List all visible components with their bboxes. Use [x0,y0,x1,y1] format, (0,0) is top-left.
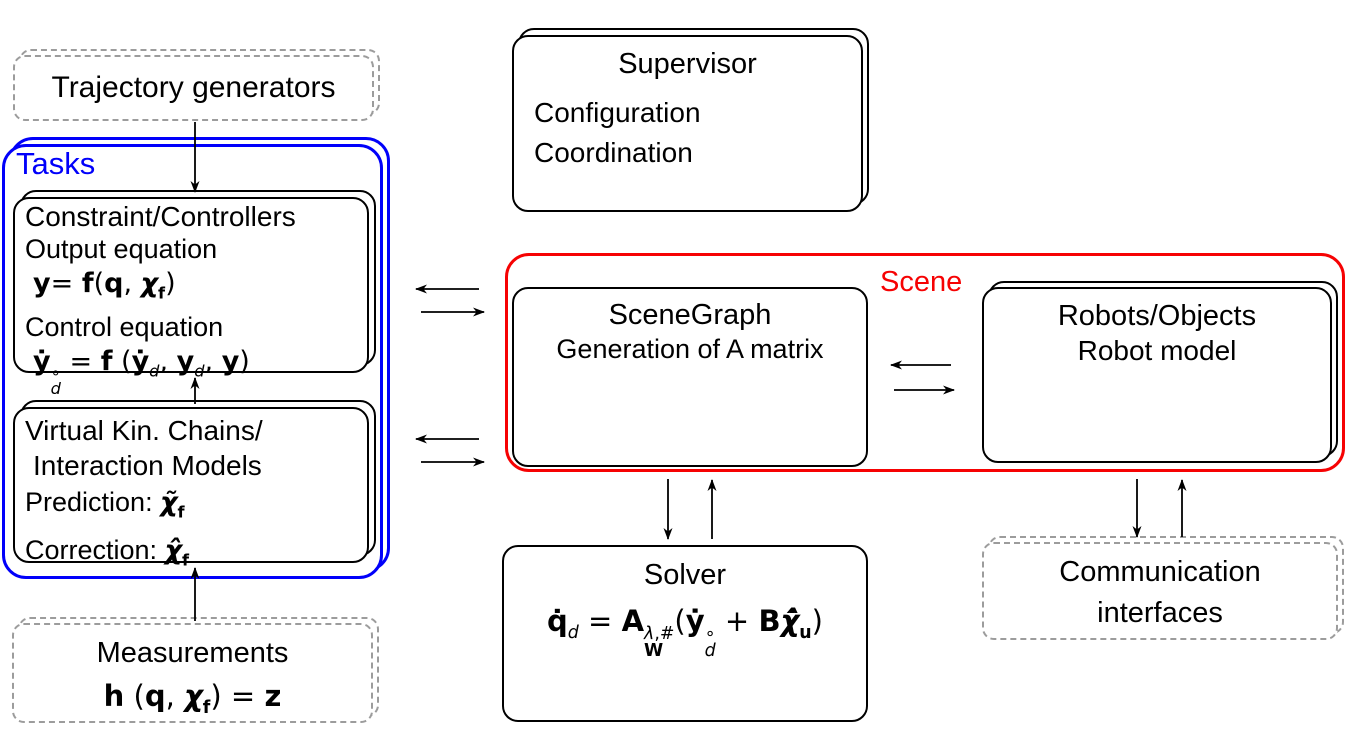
communication-interfaces-box: Communication interfaces [982,542,1338,640]
correction-line: Correction: χ̂f [25,531,363,579]
robots-objects-box: Robots/Objects Robot model [982,287,1332,463]
constraint-controllers-title: Constraint/Controllers [25,201,296,232]
supervisor-box: Supervisor Configuration Coordination [512,35,863,212]
supervisor-item-configuration: Configuration [534,97,701,128]
virtual-kin-chains-title-line2: Interaction Models [33,450,262,481]
scene-label: Scene [880,266,963,298]
constraint-controllers-box: Constraint/Controllers Output equation y… [13,197,369,396]
prediction-label: Prediction: [25,487,161,517]
virtual-kin-chains-title-line1: Virtual Kin. Chains/ [25,415,263,446]
output-equation-label: Output equation [25,234,218,264]
measurements-box: Measurements h (q, χf) = z [12,623,373,723]
supervisor-item-coordination: Coordination [534,137,693,168]
scenegraph-title: SceneGraph [608,299,772,331]
trajectory-generators-box: Trajectory generators [13,55,374,121]
measurements-equation: h (q, χf) = z [103,679,282,718]
control-equation: ẏ∘d = f (ẏd, yd, y) [33,346,250,398]
communication-interfaces-line1: Communication [1059,556,1261,588]
prediction-line: Prediction: χ̃f [25,483,363,531]
supervisor-title: Supervisor [618,48,757,80]
control-equation-label: Control equation [25,312,224,343]
prediction-equation: χ̃f [160,487,185,522]
virtual-kin-chains-box: Virtual Kin. Chains/ Interaction Models … [13,407,369,570]
robots-objects-title: Robots/Objects [1057,300,1257,332]
solver-title: Solver [643,559,727,591]
output-equation: y= f(q, χf) [33,268,176,303]
tasks-label: Tasks [16,146,96,181]
scenegraph-subtitle: Generation of A matrix [556,334,824,364]
trajectory-generators-label: Trajectory generators [51,71,336,104]
robots-objects-subtitle: Robot model [1077,335,1237,366]
measurements-title: Measurements [96,637,289,669]
correction-label: Correction: [25,535,165,566]
correction-equation: χ̂f [164,535,190,570]
communication-interfaces-line2: interfaces [1097,597,1223,629]
scenegraph-box: SceneGraph Generation of A matrix [512,287,868,467]
